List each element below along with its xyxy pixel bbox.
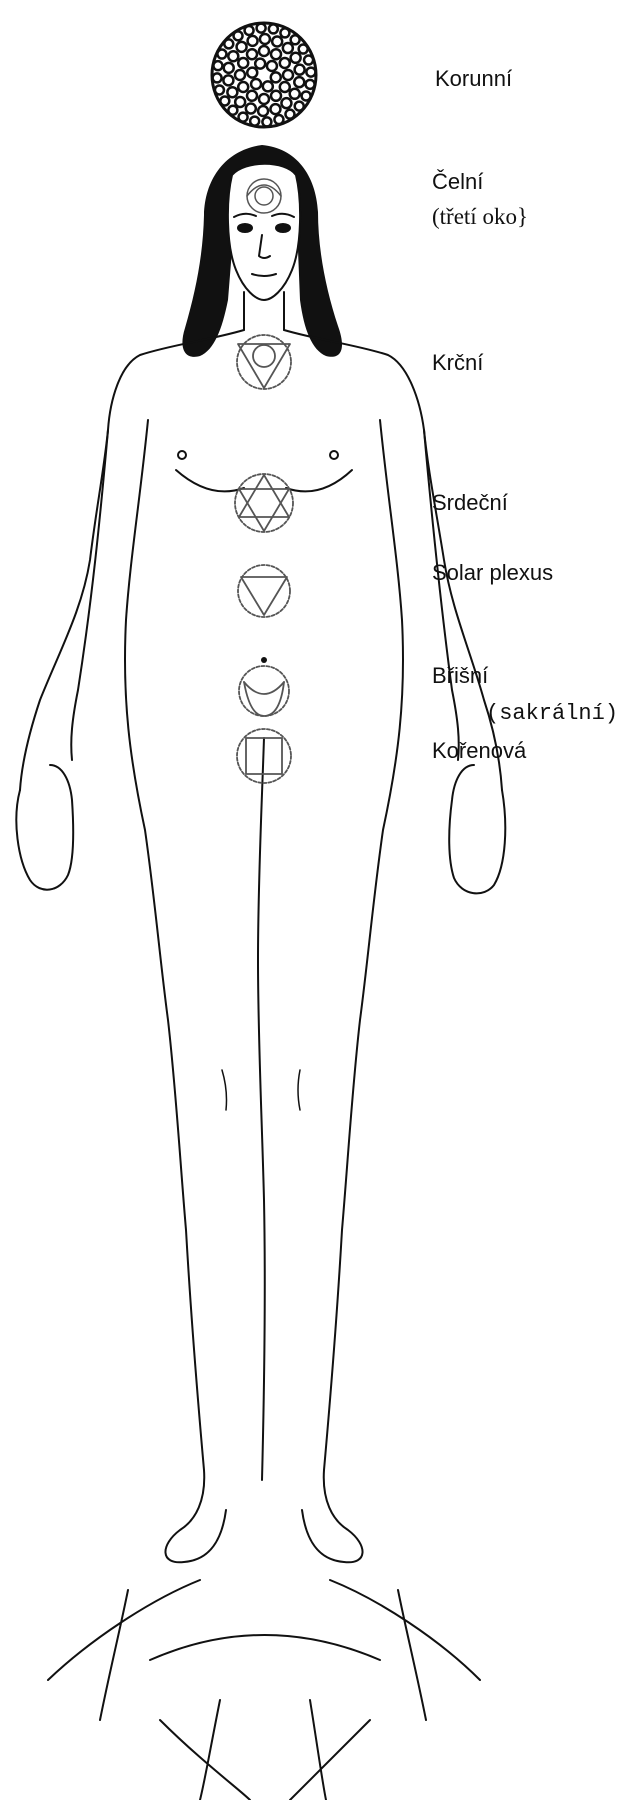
crown-petal	[255, 59, 265, 69]
label-solar-plexus: Solar plexus	[432, 560, 553, 586]
label-brow: Čelní	[432, 169, 483, 195]
crown-petal	[213, 73, 222, 82]
left-eye	[238, 224, 252, 232]
crown-petal	[228, 106, 237, 115]
crown-petal	[238, 82, 248, 92]
crown-petal	[259, 94, 269, 104]
lower-figure	[48, 1580, 480, 1800]
crown-petal	[259, 46, 269, 56]
crown-petal	[238, 58, 248, 68]
crown-petal	[239, 113, 248, 122]
crown-petal	[271, 91, 281, 101]
crown-petal	[215, 85, 224, 94]
torso-left	[125, 420, 226, 1562]
crown-petal	[271, 49, 281, 59]
crown-petal	[223, 75, 233, 85]
crown-petal	[306, 80, 315, 89]
label-brow-note: (třetí oko}	[432, 204, 528, 230]
crown-petal	[281, 98, 291, 108]
crown-petal	[283, 70, 293, 80]
crown-petal	[295, 65, 305, 75]
solar-triangle-icon	[238, 565, 290, 617]
crown-petal	[251, 79, 261, 89]
crown-petal	[302, 91, 311, 100]
crown-petal	[283, 43, 293, 53]
crown-petal	[274, 115, 283, 124]
label-heart: Srdeční	[432, 490, 508, 516]
crown-petal	[263, 81, 273, 91]
right-eye	[276, 224, 290, 232]
label-crown: Korunní	[435, 66, 512, 92]
crown-petal	[247, 68, 257, 78]
crown-petal	[213, 61, 222, 70]
crown-petal	[267, 61, 277, 71]
crown-petal	[237, 42, 247, 52]
crown-petal	[280, 82, 290, 92]
crown-petal	[291, 53, 301, 63]
left-hand	[16, 765, 73, 890]
crown-petal	[262, 117, 271, 126]
crown-petal	[260, 34, 270, 44]
label-sacral-note: (sakrální)	[486, 701, 618, 727]
crown-petal	[304, 56, 313, 65]
torso-right	[302, 420, 403, 1562]
crown-petal	[235, 97, 245, 107]
crown-petal	[299, 45, 308, 54]
crown-petal	[272, 36, 282, 46]
crown-petal	[248, 36, 258, 46]
crown-petal	[217, 50, 226, 59]
crown-petal	[224, 39, 233, 48]
throat-triangle-icon	[237, 335, 291, 389]
crown-petal	[246, 104, 256, 114]
crown-petal	[234, 31, 243, 40]
label-throat: Krční	[432, 350, 483, 376]
heart-hexagram-icon	[235, 474, 293, 532]
left-nipple	[178, 451, 186, 459]
crown-petal	[228, 51, 238, 61]
crown-petal	[280, 58, 290, 68]
crown-petal	[224, 63, 234, 73]
crown-petal	[280, 28, 289, 37]
sacral-crescent-icon	[239, 657, 289, 716]
crown-petal	[306, 68, 315, 77]
crown-petal	[227, 87, 237, 97]
crown-petal	[290, 89, 300, 99]
label-root: Kořenová	[432, 738, 526, 764]
crown-petal	[285, 110, 294, 119]
crown-petal	[291, 35, 300, 44]
crown-petal	[220, 96, 229, 105]
crown-petal	[269, 24, 278, 33]
right-nipple	[330, 451, 338, 459]
crown-petal	[270, 104, 280, 114]
leg-divide	[258, 738, 265, 1480]
left-arm-inner	[71, 430, 108, 760]
crown-petal	[247, 49, 257, 59]
crown-petal	[235, 70, 245, 80]
crown-petal	[294, 77, 304, 87]
label-sacral: Břišní	[432, 663, 488, 689]
crown-petal	[245, 26, 254, 35]
crown-petal	[258, 106, 268, 116]
crown-petal	[257, 24, 266, 33]
crown-petal	[250, 117, 259, 126]
crown-petal	[295, 102, 304, 111]
face	[228, 164, 300, 300]
breast-line-left	[176, 470, 244, 491]
crown-petal	[271, 72, 281, 82]
crown-lotus-icon	[212, 23, 316, 127]
right-arm-inner	[424, 430, 459, 760]
breast-line-right	[286, 470, 352, 491]
right-hand	[449, 765, 505, 893]
crown-petal	[247, 91, 257, 101]
